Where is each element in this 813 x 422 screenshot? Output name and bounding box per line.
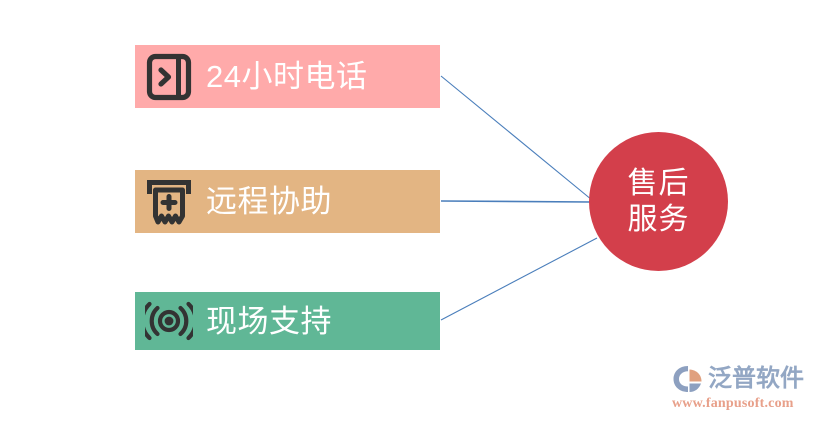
- connector-onsite-support: [440, 237, 598, 321]
- service-bar-remote-assistance[interactable]: 远程协助: [135, 170, 440, 233]
- hub-line-1: 售后: [627, 167, 690, 201]
- service-bar-label: 现场支持: [206, 303, 332, 339]
- connector-phone-24h: [440, 75, 593, 201]
- brand-row: 泛普软件: [672, 363, 807, 395]
- brand-name: 泛普软件: [708, 365, 804, 392]
- connector-remote-assistance: [440, 200, 591, 203]
- after-sales-service-hub[interactable]: 售后 服务: [589, 132, 728, 271]
- fanpu-logo-mark: [673, 366, 702, 392]
- brand-url: www.fanpusoft.com: [672, 396, 794, 411]
- service-bar-label: 24小时电话: [206, 59, 368, 94]
- brand-watermark: 泛普软件 www.fanpusoft.com: [672, 363, 807, 413]
- hub-line-2: 服务: [627, 202, 690, 236]
- service-bar-onsite-support[interactable]: 现场支持: [135, 292, 440, 350]
- door-exit-icon: [146, 53, 192, 100]
- service-bar-phone-24h[interactable]: 24小时电话: [135, 45, 440, 108]
- service-bar-label: 远程协助: [206, 184, 332, 219]
- broadcast-signal-icon: [145, 301, 193, 341]
- receipt-plus-icon: [147, 179, 191, 224]
